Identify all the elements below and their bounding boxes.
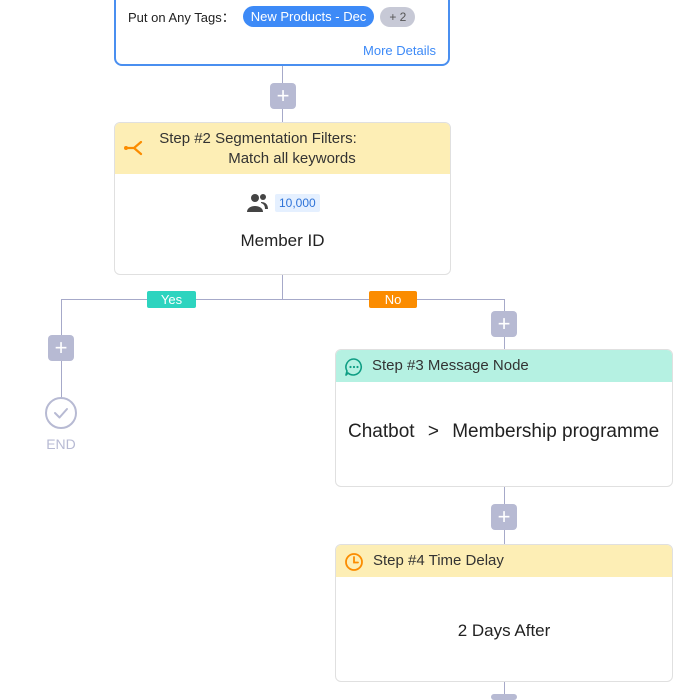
member-count-badge: 10,000 [275,194,320,212]
step4-title: Step #4 Time Delay [373,552,504,569]
add-step-button[interactable] [491,694,517,700]
message-path: Chatbot > Membership programme [348,421,659,443]
check-icon [54,408,68,419]
tags-row: Put on Any Tags： New Products - Dec + 2 [128,6,416,27]
no-branch-label: No [369,291,417,308]
add-step-button[interactable]: + [270,83,296,109]
clock-icon [345,553,363,571]
step2-title: Step #2 Segmentation Filters: [159,130,357,147]
yes-branch-label: Yes [147,291,196,308]
step1-card[interactable]: Put on Any Tags： New Products - Dec + 2 … [114,0,450,66]
add-step-button[interactable]: + [491,504,517,530]
step2-card[interactable]: Step #2 Segmentation Filters: Match all … [114,122,451,275]
message-icon [345,358,363,376]
step3-card[interactable]: Step #3 Message Node Chatbot > Membershi… [335,349,673,487]
path-item-membership: Membership programme [452,421,660,442]
users-icon [247,194,268,212]
step3-header: Step #3 Message Node [336,350,672,382]
connector-line [504,682,505,700]
tags-label: Put on Any Tags： [128,10,235,25]
step4-card[interactable]: Step #4 Time Delay 2 Days After [335,544,673,682]
path-item-chatbot: Chatbot [348,421,415,442]
tag-pill: New Products - Dec [242,6,375,27]
segment-field: Member ID [240,231,325,250]
delay-value: 2 Days After [457,621,551,640]
add-step-button[interactable]: + [491,311,517,337]
more-details-link[interactable]: More Details [363,43,436,58]
connector-line [282,274,283,300]
more-tags-badge: + 2 [380,6,416,27]
step2-header: Step #2 Segmentation Filters: Match all … [115,123,450,174]
step3-title: Step #3 Message Node [372,357,529,374]
end-label: END [46,436,76,452]
end-node [45,397,77,429]
step2-subtitle: Match all keywords [228,150,356,167]
path-separator: > [427,421,439,442]
split-icon [124,140,143,156]
step4-header: Step #4 Time Delay [336,545,672,577]
connector-line [61,299,505,300]
add-step-button[interactable]: + [48,335,74,361]
